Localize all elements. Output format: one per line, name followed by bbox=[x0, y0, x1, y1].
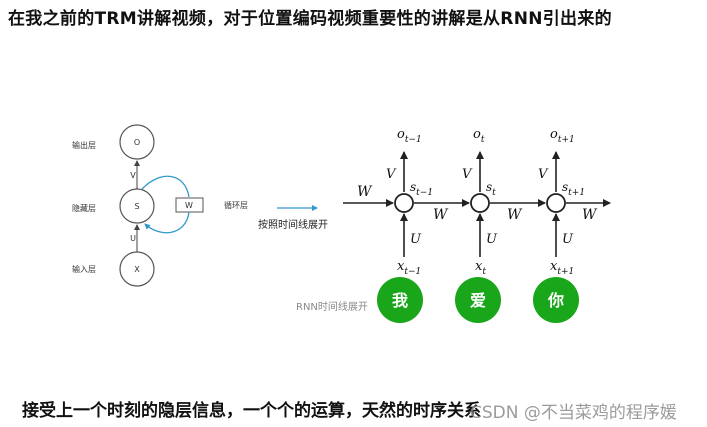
s-label-prev: st−1 bbox=[410, 180, 433, 198]
u-label-curr: U bbox=[486, 232, 498, 247]
s-label-curr: st bbox=[486, 180, 496, 198]
o-label-curr: ot bbox=[473, 127, 485, 145]
o-label-next: ot+1 bbox=[550, 127, 575, 145]
u-label-prev: U bbox=[410, 232, 422, 247]
v-label-prev: V bbox=[386, 167, 397, 182]
output-node-label: O bbox=[134, 138, 140, 147]
output-node bbox=[119, 124, 155, 160]
recurrent-weight-box bbox=[175, 197, 204, 213]
output-layer-label: 输出层 bbox=[72, 140, 96, 150]
word-3: 你 bbox=[547, 291, 564, 310]
w-label-out: W bbox=[582, 207, 598, 223]
word-circle-2 bbox=[455, 277, 501, 323]
hidden-layer-label: 隐藏层 bbox=[72, 203, 96, 213]
hidden-node-curr bbox=[470, 193, 490, 213]
x-label-prev: xt−1 bbox=[397, 259, 421, 277]
v-label-curr: V bbox=[462, 167, 473, 182]
s-label-next: st+1 bbox=[562, 180, 585, 198]
hidden-node-label: S bbox=[134, 202, 139, 211]
rnn-timeline-label: RNN时间线展开 bbox=[296, 300, 368, 313]
unroll-label: 按照时间线展开 bbox=[258, 218, 328, 231]
watermark: CSDN @不当菜鸡的程序媛 bbox=[470, 403, 677, 423]
input-layer-label: 输入层 bbox=[72, 264, 96, 274]
recurrent-layer-label: 循环层 bbox=[224, 200, 248, 210]
word-2: 爱 bbox=[470, 291, 486, 310]
recurrent-weight-label: W bbox=[185, 201, 193, 210]
w-label-1: W bbox=[433, 207, 449, 223]
word-1: 我 bbox=[392, 291, 408, 310]
word-circle-1 bbox=[377, 277, 423, 323]
edge-u-label: U bbox=[130, 234, 136, 243]
unrolled-rnn: W W W W V U ot−1 st−1 xt−1 V U ot st xt … bbox=[343, 127, 611, 277]
v-label-next: V bbox=[538, 167, 549, 182]
hidden-node-prev bbox=[394, 193, 414, 213]
input-node-label: X bbox=[134, 265, 140, 274]
loop-arrow-bottom bbox=[144, 211, 190, 234]
word-circle-3 bbox=[533, 277, 579, 323]
x-label-curr: xt bbox=[475, 259, 486, 277]
w-label-2: W bbox=[507, 207, 523, 223]
x-label-next: xt+1 bbox=[550, 259, 574, 277]
edge-v-label: V bbox=[130, 171, 136, 180]
hidden-node-next bbox=[546, 193, 566, 213]
caption: 接受上一个时刻的隐层信息，一个个的运算，天然的时序关系 bbox=[22, 401, 481, 421]
u-label-next: U bbox=[562, 232, 574, 247]
folded-rnn: 输出层 隐藏层 输入层 O S X V U W 循环层 bbox=[72, 124, 248, 287]
input-words: 我 爱 你 bbox=[377, 277, 579, 323]
w-label-in: W bbox=[357, 184, 373, 200]
page-title: 在我之前的TRM讲解视频，对于位置编码视频重要性的讲解是从RNN引出来的 bbox=[8, 9, 612, 29]
o-label-prev: ot−1 bbox=[397, 127, 422, 145]
loop-arrow-top bbox=[141, 175, 190, 198]
